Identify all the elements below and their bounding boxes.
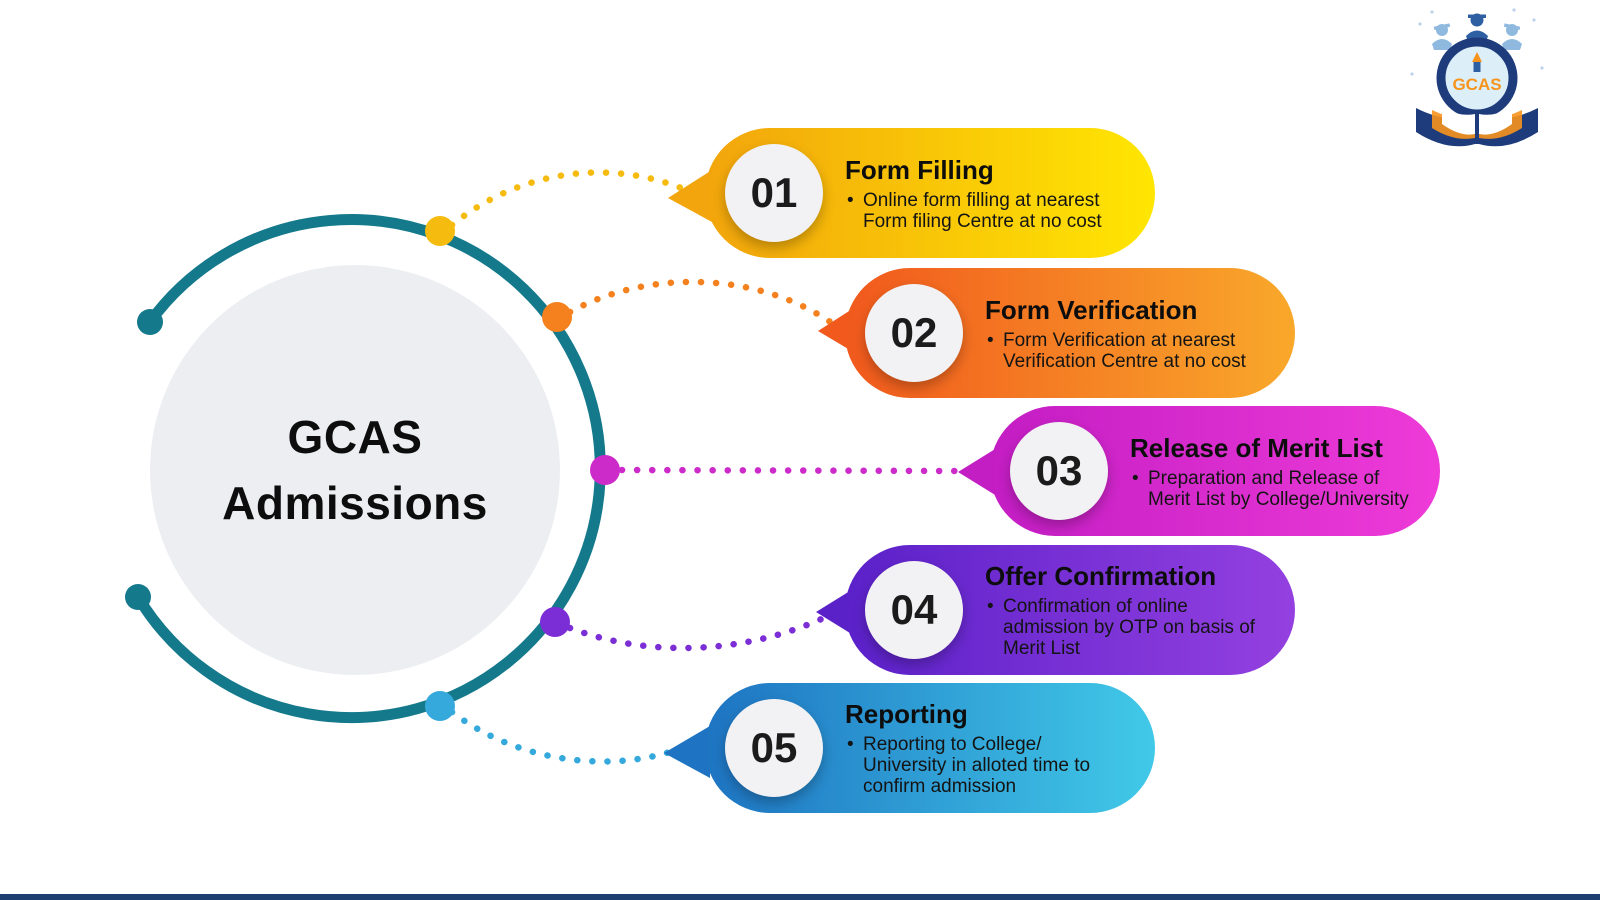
- step-number-3: 03: [1035, 447, 1083, 494]
- step-card-1: 01 Form Filling Online form filling at n…: [705, 128, 1155, 258]
- node-dot-step-5: [425, 691, 455, 721]
- connector-step-2: [566, 278, 840, 330]
- step-card-2: 02 Form Verification Form Verification a…: [845, 268, 1295, 398]
- step-title-4: Offer Confirmation: [985, 561, 1217, 591]
- connector-step-3: [618, 466, 964, 475]
- step-card-4: 04 Offer Confirmation Confirmation of on…: [845, 545, 1295, 675]
- step-number-badge-4: 04: [865, 561, 963, 659]
- pointer-step-5: [664, 726, 710, 778]
- center-circle: GCAS Admissions: [150, 265, 560, 675]
- step-number-badge-2: 02: [865, 284, 963, 382]
- node-dot-step-1: [425, 216, 455, 246]
- center-title-line1: GCAS: [287, 411, 423, 463]
- step-number-1: 01: [750, 169, 798, 216]
- step-number-5: 05: [750, 724, 798, 771]
- open-book-icon: [1416, 108, 1538, 147]
- node-dot-step-2: [542, 302, 572, 332]
- ring-end-dot-top: [137, 309, 163, 335]
- step-title-1: Form Filling: [845, 154, 994, 185]
- step-card-5: 05 Reporting Reporting to College/ Unive…: [705, 683, 1155, 813]
- step-number-2: 02: [890, 309, 938, 356]
- step-number-badge-3: 03: [1010, 422, 1108, 520]
- gcas-logo: GCAS: [1402, 4, 1552, 154]
- step-title-2: Form Verification: [985, 294, 1198, 325]
- pointer-step-3: [958, 446, 1000, 498]
- step-title-5: Reporting: [845, 699, 968, 729]
- logo-pencil-icon: [1472, 52, 1482, 62]
- graduates-icon: [1432, 13, 1522, 50]
- bottom-accent-bar: [0, 894, 1600, 900]
- step-description-1: Online form filling at nearest Form fili…: [845, 190, 1127, 232]
- center-title-line2: Admissions: [222, 477, 488, 529]
- ring-end-dot-bottom: [125, 584, 151, 610]
- step-description-5: Reporting to College/ University in allo…: [845, 734, 1127, 797]
- node-dot-step-3: [590, 455, 620, 485]
- step-description-4: Confirmation of online admission by OTP …: [985, 596, 1267, 659]
- connector-step-4: [566, 608, 840, 652]
- node-dot-step-4: [540, 607, 570, 637]
- step-description-2: Form Verification at nearest Verificatio…: [985, 330, 1267, 372]
- connector-step-1: [448, 169, 690, 229]
- logo-text: GCAS: [1452, 75, 1501, 94]
- step-number-4: 04: [890, 586, 938, 633]
- step-description-3: Preparation and Release of Merit List by…: [1130, 468, 1412, 510]
- step-card-3: 03 Release of Merit List Preparation and…: [990, 406, 1440, 536]
- gcas-logo-graphic: GCAS: [1410, 8, 1544, 147]
- step-title-3: Release of Merit List: [1130, 432, 1383, 463]
- pointer-step-1: [668, 170, 712, 222]
- step-number-badge-5: 05: [725, 699, 823, 797]
- step-number-badge-1: 01: [725, 144, 823, 242]
- connector-step-5: [448, 708, 680, 765]
